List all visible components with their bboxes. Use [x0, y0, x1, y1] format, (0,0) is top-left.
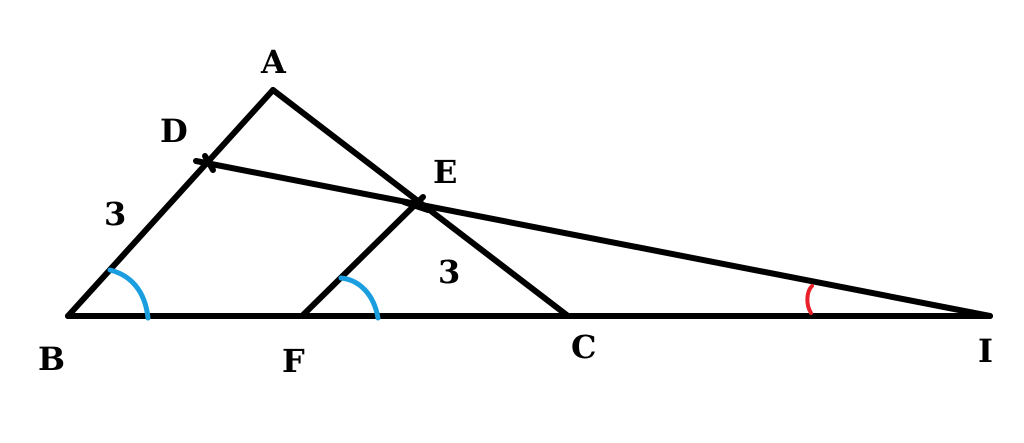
label-A: A — [260, 43, 287, 81]
label-C: C — [571, 328, 596, 366]
label-F: F — [282, 342, 305, 380]
label-E: E — [433, 153, 457, 191]
tick-D — [202, 153, 216, 173]
segment-FE — [299, 194, 426, 319]
angle-I-arc — [805, 284, 814, 315]
length-BD: 3 — [104, 195, 126, 233]
tick-E — [401, 199, 431, 213]
segment-AB — [65, 87, 276, 319]
label-B: B — [38, 340, 65, 378]
label-I: I — [978, 332, 993, 370]
segment-DI — [193, 158, 993, 319]
angle-B-arc — [107, 267, 151, 321]
angle-F-arc — [338, 275, 381, 321]
length-EC: 3 — [438, 253, 460, 291]
label-D: D — [160, 112, 188, 150]
